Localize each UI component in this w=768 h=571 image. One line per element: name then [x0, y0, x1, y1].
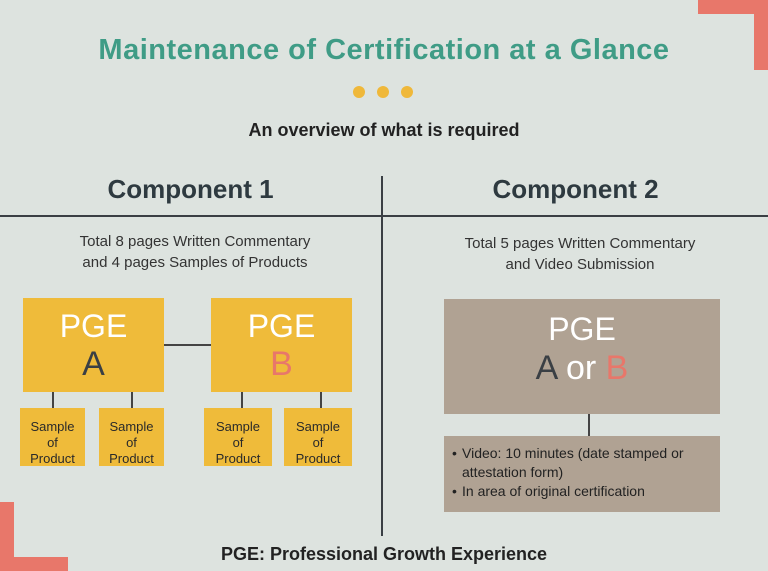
vertical-divider [381, 176, 383, 536]
pge-letter-b: B [270, 345, 293, 383]
sample-text: Sample [109, 419, 154, 434]
pge-b-box: PGE B [211, 298, 352, 392]
connector-line [320, 392, 322, 408]
dot [401, 86, 413, 98]
title-dots [353, 86, 413, 98]
pge-label: PGE [247, 308, 316, 344]
component-2-description: Total 5 pages Written Commentary and Vid… [425, 233, 735, 275]
pge-label: PGE [548, 311, 616, 347]
sample-text: Product [30, 451, 75, 466]
pge-label: PGE [59, 308, 128, 344]
corner-accent-bottom-left [0, 502, 68, 571]
bullet-item: In area of original certification [452, 482, 714, 501]
sample-of-product-box: Sample of Product [20, 408, 85, 466]
sample-of-product-box: Sample of Product [284, 408, 352, 466]
connector-line [588, 414, 590, 436]
footer-note: PGE: Professional Growth Experience [220, 544, 548, 564]
page-title: Maintenance of Certification at a Glance [98, 34, 670, 66]
description-line: Total 8 pages Written Commentary [79, 233, 311, 250]
corner-accent-top-right [698, 0, 768, 70]
pge-a-box: PGE A [23, 298, 164, 392]
sample-text: of [312, 435, 324, 450]
page-subtitle: An overview of what is required [248, 120, 520, 140]
connector-line [52, 392, 54, 408]
pge-or-text: or [565, 349, 597, 387]
description-line: Total 5 pages Written Commentary [464, 235, 696, 252]
sample-text: of [126, 435, 137, 450]
connector-line [131, 392, 133, 408]
sample-of-product-box: Sample of Product [204, 408, 272, 466]
description-line: and Video Submission [505, 256, 655, 273]
sample-of-product-box: Sample of Product [99, 408, 164, 466]
sample-text: Product [109, 451, 154, 466]
component-2-heading: Component 2 [492, 174, 659, 204]
bullet-item: Video: 10 minutes (date stamped or attes… [452, 444, 714, 482]
sample-text: Sample [295, 419, 341, 434]
sample-text: Sample [30, 419, 75, 434]
sample-text: Product [215, 451, 261, 466]
sample-text: Sample [215, 419, 261, 434]
dot [377, 86, 389, 98]
component-1-heading: Component 1 [107, 174, 274, 204]
pge-letter-a: A [82, 345, 105, 383]
connector-line [164, 344, 211, 346]
dot [353, 86, 365, 98]
sample-text: of [47, 435, 58, 450]
component-1-description: Total 8 pages Written Commentary and 4 p… [40, 231, 350, 273]
pge-letter-b: B [605, 349, 629, 387]
horizontal-divider [0, 215, 768, 217]
requirements-box: Video: 10 minutes (date stamped or attes… [444, 436, 720, 512]
pge-a-or-b-box: PGE A or B [444, 299, 720, 414]
connector-line [241, 392, 243, 408]
description-line: and 4 pages Samples of Products [82, 254, 308, 271]
sample-text: of [232, 435, 244, 450]
pge-letter-a: A [535, 349, 557, 387]
sample-text: Product [295, 451, 341, 466]
